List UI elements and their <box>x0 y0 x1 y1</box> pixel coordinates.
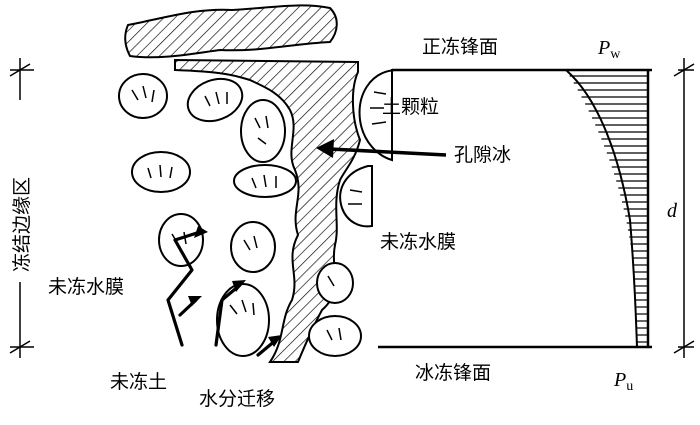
migration-path <box>166 230 202 347</box>
soil-particle <box>118 73 168 119</box>
arrowhead <box>268 335 282 347</box>
dimension-d <box>673 58 695 358</box>
frozen-fringe-bracket <box>9 58 34 358</box>
arrowhead <box>194 226 208 238</box>
freezing-front-label: 正冻锋面 <box>422 36 498 58</box>
migration-path <box>214 283 242 347</box>
pressure-curve <box>565 69 638 348</box>
arrowheads <box>188 226 282 347</box>
pu-symbol: Pu <box>613 369 633 394</box>
water-migration-label: 水分迁移 <box>199 388 275 410</box>
arrowhead <box>232 280 246 292</box>
unfrozen-film-label-left: 未冻水膜 <box>48 276 124 298</box>
film-ticks <box>131 85 387 341</box>
soil-particle <box>158 213 204 267</box>
soil-particle <box>358 69 396 162</box>
d-symbol: d <box>667 200 678 222</box>
soil-particle <box>316 262 354 304</box>
frozen-fringe-label: 冻结边缘区 <box>11 177 33 272</box>
soil-particle <box>186 77 244 123</box>
pore-ice-label: 孔隙冰 <box>454 144 511 166</box>
arrowhead <box>188 296 202 306</box>
pore-ice-arrow <box>329 147 447 157</box>
pw-symbol: Pw <box>597 37 621 62</box>
pressure-hatching <box>569 75 648 343</box>
ice-front-label: 冰冻锋面 <box>415 362 491 384</box>
unfrozen-film-label-right: 未冻水膜 <box>380 231 456 253</box>
soil-particle <box>216 283 270 357</box>
unfrozen-soil-label: 未冻土 <box>110 371 167 393</box>
soil-particle <box>240 99 286 163</box>
pore-ice-region <box>174 58 362 363</box>
pore-ice-arrowhead <box>316 139 334 158</box>
soil-particle <box>230 221 276 273</box>
soil-particle <box>339 165 373 228</box>
soil-particle-label: 土颗粒 <box>382 96 439 118</box>
soil-particle <box>308 315 362 357</box>
ice-lens <box>124 4 338 59</box>
